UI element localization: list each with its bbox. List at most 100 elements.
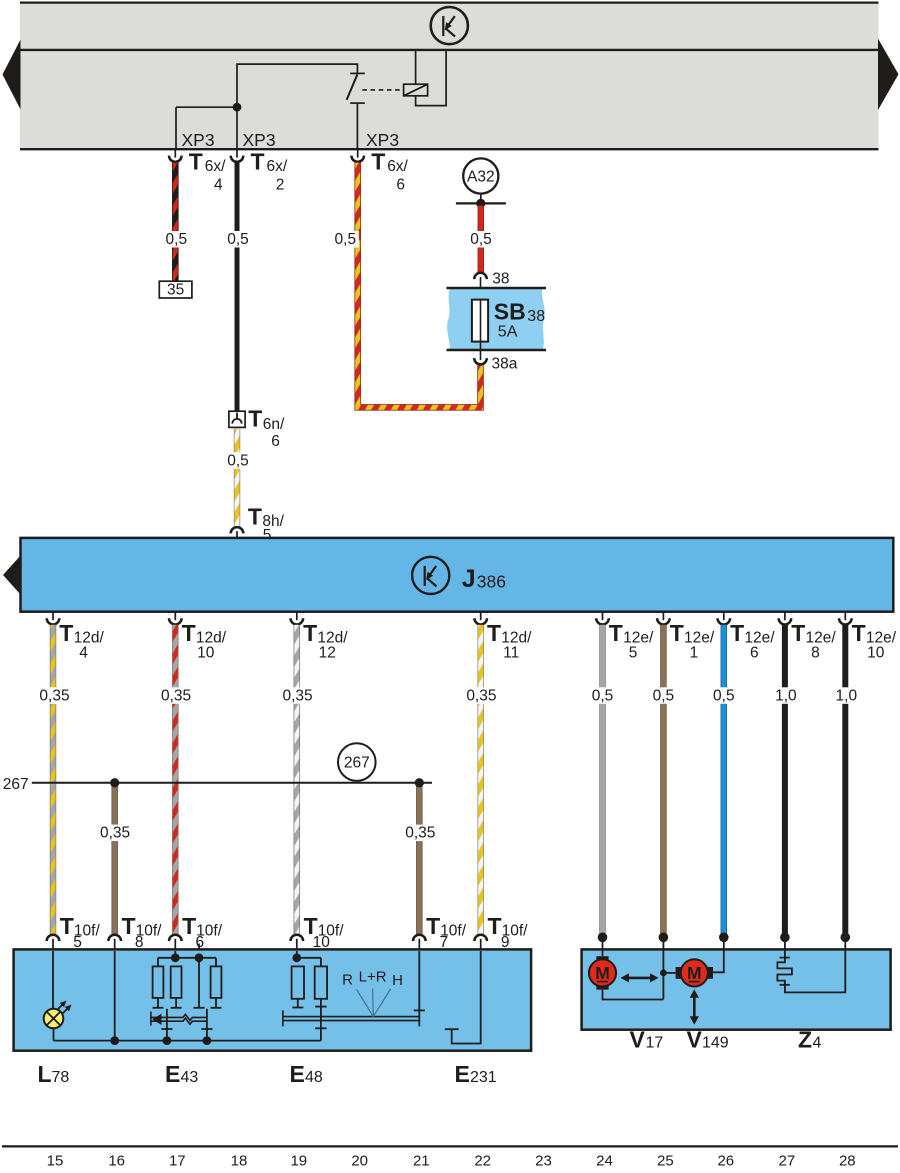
plug-label-xp3-1: XP3 [182,130,215,150]
label-l78-num: 78 [52,1069,70,1086]
label-t12e8-sub: 12e/ [806,629,837,646]
connector-cup-t10f7 [411,933,427,942]
label-t10f9-sub: 10f/ [502,922,529,939]
wire-t6x6-loop [355,162,483,410]
gauge-label-t12d12-bg [280,687,315,704]
connector-cup-t6x6 [350,155,366,164]
v17-motor-symbol: M [595,963,610,983]
label-e43-code: E [165,1061,180,1087]
track-number-25: 25 [657,1153,674,1169]
connector-cup-t12d11 [473,618,489,626]
relay-k-icon-j386-lower [426,577,438,588]
connector-cup-t10f6 [167,933,183,942]
gauge-label-t6x4: 0,5 [166,231,188,248]
label-t10f8-sub: 10f/ [136,922,163,939]
gauge-label-t12d11: 0,35 [466,687,496,704]
label-t12e6-pin: 6 [750,644,759,661]
label-v149-code: V [687,1027,703,1053]
component-box-right [580,948,892,1031]
label-t12e5-t: T [609,620,623,646]
label-l78-code: L [38,1061,52,1087]
relay-k-icon-j386-arrowhead [426,571,434,580]
label-t6x6-sub: 6x/ [387,158,408,175]
track-number-26: 26 [717,1153,734,1169]
label-t10f10-t: T [304,913,318,939]
track-number-22: 22 [474,1153,491,1169]
bidirectional-arrow-v-bottom-head [689,1016,699,1025]
label-t12e10-pin: 10 [867,644,885,661]
label-t6x4-sub: 6x/ [205,158,226,175]
control-unit-j386-box [19,536,895,613]
track-number-27: 27 [779,1153,796,1169]
lamp-ray-2-head [64,1004,72,1012]
gauge-label-t6x2: 0,5 [227,231,249,248]
relay-symbol-circle-j386 [410,555,451,596]
v17-motor-body [587,958,618,988]
z4-element-wire [776,941,847,994]
v17-return-wire [601,989,664,1001]
junction-dot-track-26 [719,932,729,943]
junction-dot-267-right [414,778,424,788]
label-e48-code: E [290,1061,305,1087]
gauge-label-a32-bg [467,231,495,248]
bidirectional-arrow-v-top-head [689,989,699,998]
gauge-label-t12e8-bg [772,687,800,704]
fuse-number: 38 [527,308,545,325]
connector-cup-t12e6 [716,618,732,626]
gauge-label-t12d12: 0,35 [283,687,313,704]
busbar-feed-wire [236,63,359,108]
label-t10f7-t: T [426,913,440,939]
junction-dot-track-24 [597,932,608,943]
e48-position-mark-h [372,988,392,1017]
connector-cup-t10f9 [473,933,489,942]
label-v17-code: V [630,1027,646,1053]
label-t10f5-t: T [60,913,74,939]
label-t12e8-pin: 8 [811,644,820,661]
busbar-junction-dot [232,102,242,112]
gauge-label-t12e5-bg [589,687,616,704]
terminal-38a-label: 38a [492,356,518,373]
label-t12e10-t: T [852,620,866,646]
label-t12e6-sub: 12e/ [744,629,775,646]
label-t8h5-t: T [248,504,262,530]
connector-cup-t10f10 [289,933,305,942]
label-t12d10-t: T [182,620,196,646]
label-t12e1-pin: 1 [690,644,699,661]
track-number-24: 24 [596,1153,613,1169]
node-267-line-label: 267 [3,776,29,793]
connector-cup-t12e5 [594,618,611,626]
track-number-21: 21 [413,1153,430,1169]
label-t12e10-sub: 12e/ [866,629,897,646]
label-t6x4-pin: 4 [214,177,223,194]
gauge-label-t12e6-bg [710,687,738,704]
track-number-28: 28 [839,1153,856,1169]
connector-cup-t12e1 [655,618,671,626]
e43-wiper-arrowhead [152,1013,162,1025]
label-t12d11-t: T [487,620,501,646]
connector-cup-38 [472,271,489,280]
track-number-20: 20 [351,1153,368,1169]
label-t12d4-sub: 12d/ [74,629,105,646]
relay-k-icon-top-arrowhead [444,22,452,31]
label-t10f10-sub: 10f/ [318,922,345,939]
label-t6x2-sub: 6x/ [267,158,288,175]
fuse-rating: 5A [498,323,518,340]
busbar-arrow-left [2,39,21,110]
gauge-label-branch-right: 0,35 [405,825,435,842]
label-t12d12-sub: 12d/ [317,629,348,646]
node-a32-circle [462,157,500,195]
label-t10f6-t: T [182,913,196,939]
label-t12d11-pin: 11 [503,644,519,661]
e48-position-mark-lr [372,988,374,1017]
connector-cup-t12d10 [167,618,183,626]
label-v17-num: 17 [646,1035,664,1052]
junction-dot-track-25 [658,932,669,943]
label-e43-num: 43 [181,1069,199,1086]
busbar-arrow-right [878,38,899,110]
gauge-label-branch-left-bg [98,824,133,842]
label-t12d12-t: T [303,620,317,646]
bidirectional-arrow-h-left-head [620,973,629,983]
label-t6x6-pin: 6 [396,177,405,194]
e48-mark-label-h: H [392,972,403,989]
terminal-box-35-label: 35 [167,282,184,299]
